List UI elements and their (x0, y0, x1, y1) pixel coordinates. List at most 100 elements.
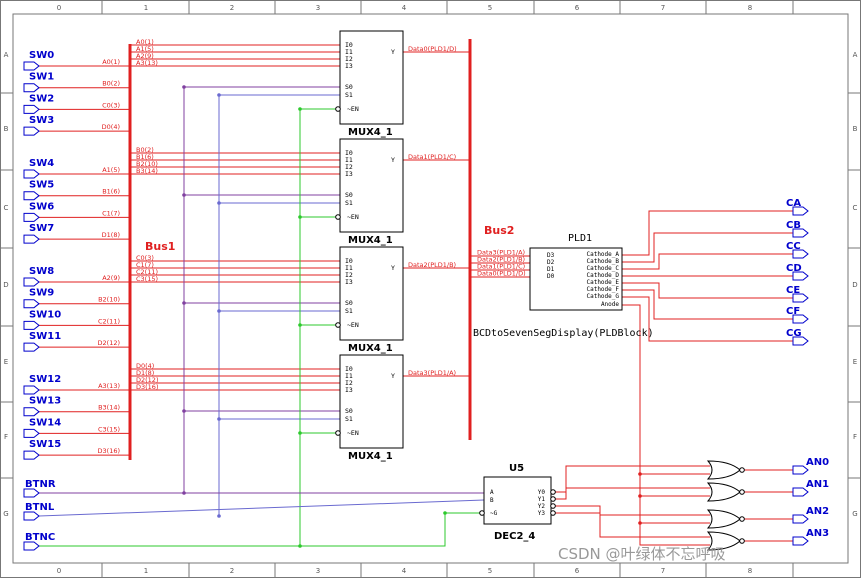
ruler-column-label: 4 (402, 4, 407, 12)
anode-wire (622, 304, 641, 536)
bus1-tap-label: D0(4) (102, 123, 120, 131)
input-label: SW2 (29, 93, 54, 104)
bus1-tap-label: B0(2) (102, 80, 120, 88)
mux-pin-label: I0 (345, 257, 353, 265)
cathode-wire (622, 210, 793, 256)
decoder-to-gate-wire (555, 512, 710, 538)
mux-input-signal: C0(3) (136, 254, 154, 262)
pld-block (529, 247, 623, 311)
enable-bubble (335, 214, 341, 220)
bus1-tap-label: A1(5) (102, 166, 120, 174)
cathode-output-label: CC (786, 241, 801, 252)
pld-input-signal: Data3(PLD1/A) (477, 249, 525, 257)
input-port (23, 61, 40, 71)
decoder-output-pin: Y3 (538, 510, 546, 517)
ruler-column-label: 2 (230, 567, 234, 575)
decoder-output-bubble (550, 510, 556, 516)
output-port (792, 536, 809, 546)
mux-pin-label: Y (391, 48, 395, 56)
mux-pin-label: I3 (345, 62, 353, 70)
output-port (792, 465, 809, 475)
mux-pin-label: Y (391, 372, 395, 380)
bus1-tap-label: B3(14) (98, 404, 120, 412)
pld-output-pin: Anode (601, 301, 619, 308)
mux-input-signal: C1(7) (136, 261, 154, 269)
cathode-output-label: CD (786, 263, 802, 274)
bus1-tap-label: A3(13) (98, 382, 120, 390)
output-port (792, 487, 809, 497)
input-port (23, 299, 40, 309)
input-label: SW9 (29, 288, 54, 299)
pld-input-signal: Data2(PLD1/B) (477, 256, 525, 264)
input-label: SW1 (29, 72, 54, 83)
ruler-column-label: 7 (661, 567, 665, 575)
enable-bubble (335, 322, 341, 328)
mux-input-signal: B3(14) (136, 167, 158, 175)
pld-input-pin: D2 (547, 259, 555, 266)
decoder-input-pin: A (490, 489, 494, 496)
enable-bubble (335, 106, 341, 112)
mux-pin-label: S0 (345, 299, 353, 307)
or-gate-bubble (739, 467, 745, 473)
input-label: SW4 (29, 158, 54, 169)
mux-input-signal: B2(10) (136, 160, 158, 168)
input-label: SW3 (29, 115, 54, 126)
input-label: SW12 (29, 374, 61, 385)
input-port (23, 83, 40, 93)
bus1-tap-label: B2(10) (98, 296, 120, 304)
mux-name: MUX4_1 (348, 127, 393, 138)
or-gate (706, 531, 741, 551)
bus1-tap-label: D2(12) (98, 339, 120, 347)
input-port (23, 212, 40, 222)
decoder-block (483, 476, 552, 525)
watermark: CSDN @叶绿体不忘呼吸 (558, 545, 726, 563)
input-port (23, 541, 40, 551)
pld-input-pin: D3 (547, 252, 555, 259)
anode-output-label: AN2 (806, 506, 829, 517)
ruler-column-label: 2 (230, 4, 234, 12)
input-port (23, 191, 40, 201)
junction-dot (217, 514, 221, 518)
decoder-to-gate-wire (555, 487, 710, 500)
output-port (792, 249, 809, 259)
ruler-column-label: 5 (488, 4, 492, 12)
anode-output-label: AN3 (806, 528, 829, 539)
mux4-block (339, 30, 404, 125)
decoder-ref: U5 (509, 463, 524, 474)
bus1-tap-label: C3(15) (98, 425, 120, 433)
bus1-tap-label: A2(9) (102, 274, 120, 282)
bus1-tap-label: C1(7) (102, 209, 120, 217)
ruler-column-label: 1 (144, 4, 148, 12)
mux-input-signal: D0(4) (136, 362, 154, 370)
junction-dot (182, 491, 186, 495)
inner-border (12, 13, 849, 564)
input-label: SW10 (29, 309, 61, 320)
ruler-column-label: 3 (316, 567, 320, 575)
input-label: SW11 (29, 331, 61, 342)
mux-input-signal: D1(8) (136, 369, 154, 377)
input-label: SW8 (29, 266, 54, 277)
mux-pin-label: S0 (345, 83, 353, 91)
bus1-tap-label: B1(6) (102, 188, 120, 196)
ruler-column-label: 7 (661, 4, 665, 12)
mux-pin-label: I1 (345, 264, 353, 272)
input-port (23, 385, 40, 395)
pld-output-pin: Cathode_G (586, 293, 619, 300)
decoder-output-pin: Y2 (538, 503, 546, 510)
mux-pin-label: ~EN (347, 213, 359, 221)
mux-pin-label: I2 (345, 55, 353, 63)
decoder-output-pin: Y1 (538, 496, 546, 503)
decoder-enable-bubble (479, 510, 485, 516)
input-port (23, 488, 40, 498)
anode-to-gate-wire (639, 536, 710, 546)
mux-input-signal: A3(13) (136, 59, 158, 67)
input-port (23, 169, 40, 179)
junction-dot (298, 544, 302, 548)
input-port (23, 428, 40, 438)
mux-pin-label: ~EN (347, 429, 359, 437)
mux-output-signal: Data0(PLD1/D) (408, 45, 457, 53)
decoder-to-gate-wire (555, 505, 710, 516)
bus1-tap-label: D1(8) (102, 231, 120, 239)
